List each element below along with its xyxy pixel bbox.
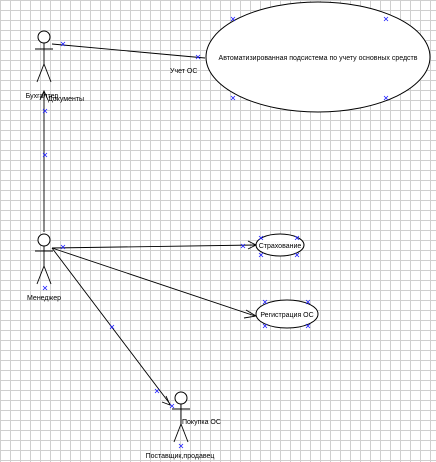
association-manager-insurance[interactable] — [51, 244, 256, 249]
association-manager-registration[interactable] — [51, 247, 256, 317]
actor-manager-label: Менеджер — [27, 295, 61, 302]
use-case-insurance-label: Страхование — [259, 243, 302, 250]
connector-accounting-label: Учет ОС — [170, 68, 197, 75]
association-accountant-system[interactable] — [51, 43, 206, 59]
selection-handles — [42, 16, 389, 449]
connector-purchase-label: Покупка ОС — [182, 419, 221, 426]
actor-accountant-label: Бухгалтер — [26, 93, 59, 100]
use-case-registration-label: Регистрация ОС — [260, 312, 313, 319]
actor-manager[interactable] — [35, 233, 53, 285]
arrowhead-purchase — [161, 395, 171, 406]
use-case-registration[interactable]: Регистрация ОС — [255, 299, 319, 329]
arrowhead-documents — [39, 89, 49, 101]
connector-documents-label: Документы — [48, 96, 84, 103]
actor-supplier-label: Поставщик,продавец — [146, 453, 215, 460]
use-case-insurance[interactable]: Страхование — [255, 233, 305, 257]
use-case-main-system-label: Автоматизированная подсистема по учету о… — [219, 55, 418, 62]
use-case-main-system[interactable]: Автоматизированная подсистема по учету о… — [205, 1, 431, 113]
actor-accountant[interactable] — [35, 30, 53, 83]
actor-supplier[interactable] — [172, 391, 190, 443]
